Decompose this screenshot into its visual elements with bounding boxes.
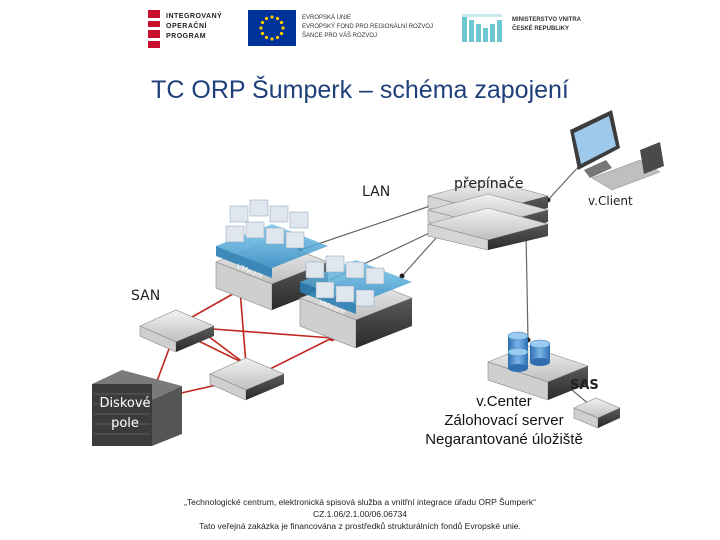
database-icon [508, 348, 528, 372]
san-switch-1 [140, 310, 214, 352]
disk-array-label: Diskové pole [92, 394, 158, 434]
vm-cube [246, 222, 264, 238]
vm-cubes [226, 200, 308, 248]
vm-cube [226, 226, 244, 242]
san-label: SAN [131, 288, 160, 304]
vm-cube [366, 268, 384, 284]
lan-label: LAN [362, 184, 390, 200]
vm-cube [336, 286, 354, 302]
esx-host-2: VMware [300, 256, 412, 348]
vm-cube [270, 206, 288, 222]
vm-cube [250, 200, 268, 216]
sas-label: SAS [570, 378, 599, 393]
disk-array-label-line: Diskové [92, 394, 158, 414]
footer-line: Tato veřejná zakázka je financována z pr… [100, 520, 620, 532]
vm-cube [290, 212, 308, 228]
lan-link-line [526, 232, 528, 340]
lan-link-line [548, 165, 580, 200]
disk-array-label-line: pole [92, 414, 158, 434]
link-line [264, 338, 332, 372]
vclient-label: v.Client [588, 194, 633, 208]
link-line [240, 290, 246, 364]
vm-cube [306, 262, 324, 278]
vm-cube [266, 228, 284, 244]
vcenter-label-line: Negarantované úložiště [404, 430, 604, 449]
san-switch-2 [210, 358, 284, 400]
footer-line: CZ.1.06/2.1.00/06.06734 [100, 508, 620, 520]
vm-cube [316, 282, 334, 298]
vm-cube [346, 262, 364, 278]
vm-cube [230, 206, 248, 222]
vm-cube [326, 256, 344, 272]
vcenter-label-line: v.Center [404, 392, 604, 411]
footer-line: „Technologické centrum, elektronická spi… [100, 496, 620, 508]
vclient-workstation [570, 110, 664, 190]
switches-label: přepínače [454, 176, 524, 192]
vm-cube [286, 232, 304, 248]
footer-note: „Technologické centrum, elektronická spi… [100, 496, 620, 532]
vcenter-label: v.Center Zálohovací server Negarantované… [404, 392, 604, 449]
vcenter-label-line: Zálohovací server [404, 411, 604, 430]
vm-cube [356, 290, 374, 306]
database-icon [530, 340, 550, 366]
